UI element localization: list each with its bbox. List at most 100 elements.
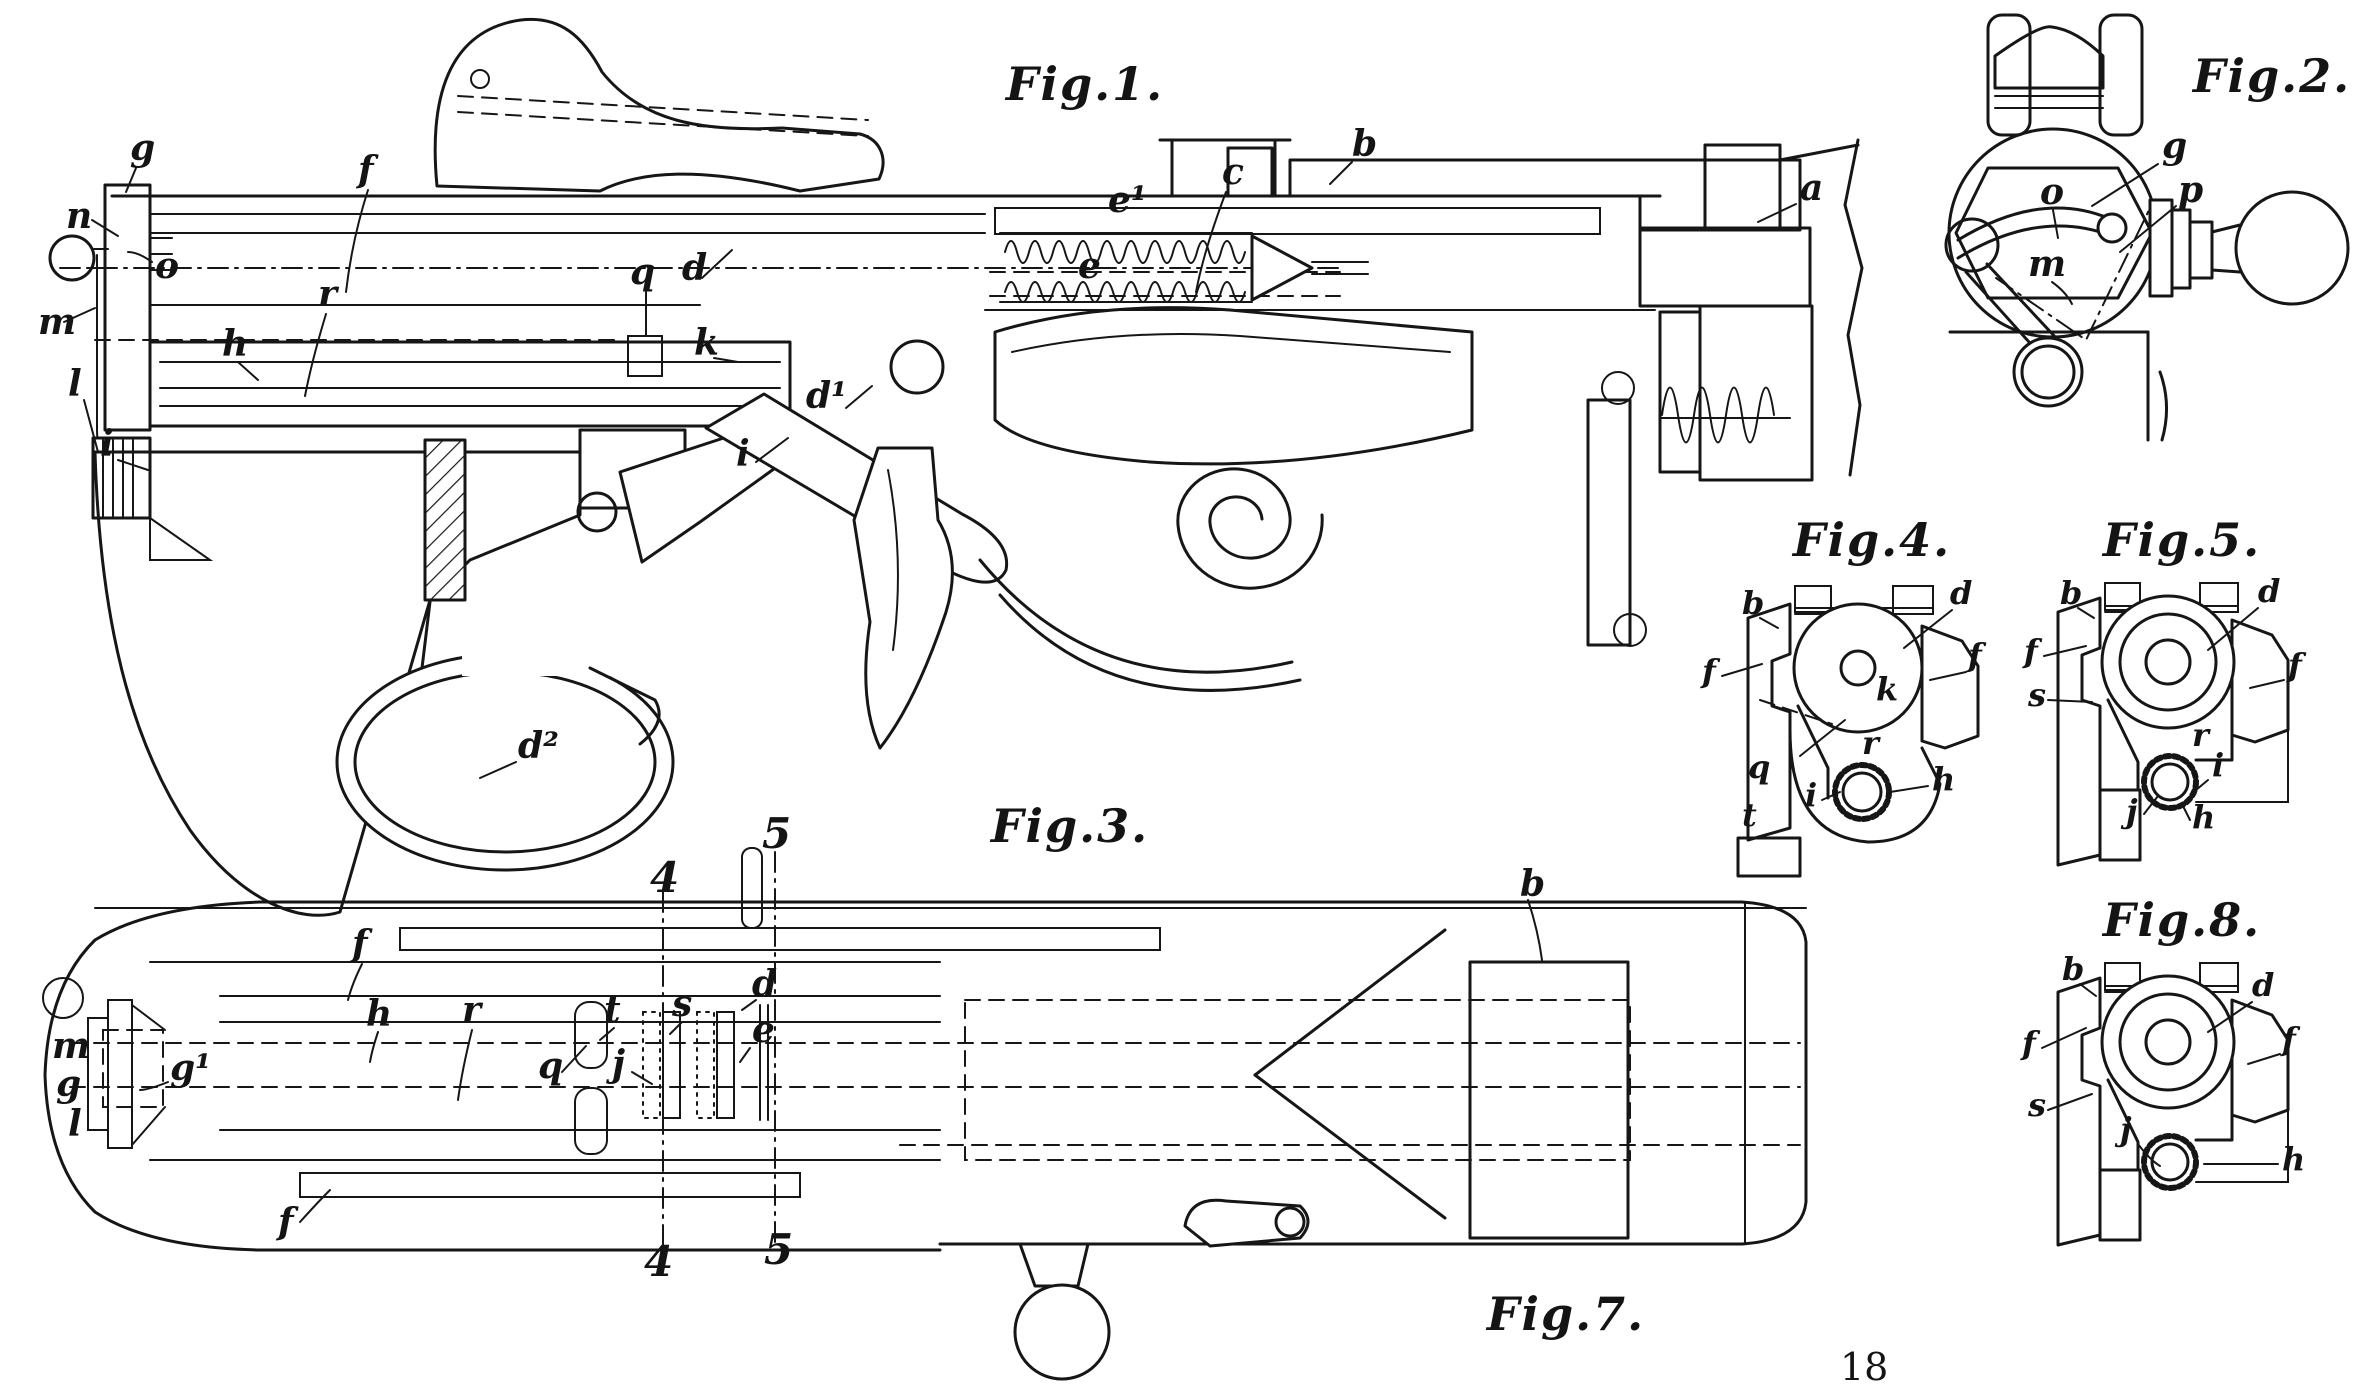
fig3-section-5-top: 5 <box>762 809 791 858</box>
fig3-label-s: s <box>671 983 692 1025</box>
fig1-drawing <box>48 17 1864 917</box>
fig1-label-a: a <box>1800 167 1823 209</box>
fig3-labels: Fig.3. m g g¹ l f h r q t j s d e f b 4 … <box>52 799 1545 1286</box>
fig1-label-c: c <box>1222 151 1244 193</box>
cocking-lever-d1 <box>704 392 1009 584</box>
fig4-label-r: r <box>1862 724 1881 762</box>
fig5-label-r: r <box>2192 716 2211 754</box>
fig1-label-k: k <box>694 322 719 364</box>
stock-section <box>93 450 582 917</box>
fig8-label-f-left: f <box>2020 1024 2041 1062</box>
fig1-label-n: n <box>66 195 92 237</box>
fig5-label-b: b <box>2060 574 2082 612</box>
bolt-knob-top <box>1013 1283 1111 1381</box>
fig1-label-d1: d¹ <box>806 375 847 417</box>
cocking-knob-section <box>48 234 96 282</box>
fig3-label-h: h <box>366 993 392 1035</box>
fig2-drawing <box>1944 13 2350 442</box>
fig3-caption: Fig.3. <box>989 799 1149 853</box>
fig3-label-d: d <box>752 963 777 1005</box>
break-line <box>1843 138 1864 477</box>
fig1-label-e: e <box>1078 245 1101 287</box>
fig3-label-j: j <box>606 1043 625 1085</box>
fig1-label-g: g <box>130 127 155 169</box>
fig1-label-q: q <box>630 251 655 293</box>
fig5-drawing <box>2058 583 2288 865</box>
fig1-label-r: r <box>318 273 340 315</box>
latch <box>1183 1198 1310 1248</box>
stock-outline-top <box>43 900 942 1252</box>
fig8-label-f-right: f <box>2280 1020 2301 1058</box>
fig2-label-p: p <box>2178 169 2203 211</box>
fig5-label-h: h <box>2192 798 2215 836</box>
fig1-labels: Fig.1. g n o m l i h r f q d k d¹ i d² e… <box>38 57 1823 779</box>
side-spring <box>1661 386 1775 444</box>
fig4-label-f-right: f <box>1966 636 1987 674</box>
knob-top-view <box>42 977 84 1019</box>
pin-head <box>1944 217 2000 273</box>
fig3-label-m: m <box>52 1025 90 1067</box>
fig1-label-d2: d² <box>518 725 559 767</box>
fig8-labels: Fig.8. b d f f s j h <box>2020 893 2305 1178</box>
fig8-label-b: b <box>2062 950 2084 988</box>
fig4-label-h: h <box>1932 760 1955 798</box>
fig5-label-f-right: f <box>2286 646 2307 684</box>
fig3-label-g1: g¹ <box>170 1047 211 1089</box>
fig2-label-m: m <box>2028 243 2066 285</box>
fig1-label-m: m <box>38 301 76 343</box>
fig5-labels: Fig.5. b d f f s r i j h <box>2022 513 2307 836</box>
fig1-caption: Fig.1. <box>1004 57 1164 111</box>
fig8-caption: Fig.8. <box>2101 893 2261 947</box>
fig4-label-t: t <box>1742 796 1757 834</box>
fig8-label-d: d <box>2252 966 2274 1004</box>
fig3-section-4-bottom: 4 <box>644 1237 673 1286</box>
barrel-a <box>1703 143 1782 230</box>
receiver-outline-top <box>938 900 1808 1246</box>
fig3-section-4-top: 4 <box>650 853 679 902</box>
fig1-label-o: o <box>155 245 179 287</box>
fig1-label-b: b <box>1352 123 1377 165</box>
bolt-knob <box>2234 190 2350 306</box>
fig1-label-e1: e¹ <box>1108 179 1147 221</box>
fig8-label-h: h <box>2282 1140 2305 1178</box>
fig3-label-f-top: f <box>349 923 373 965</box>
fig5-label-i: i <box>2212 746 2224 784</box>
fig5-label-d: d <box>2258 572 2280 610</box>
fig3-label-g: g <box>56 1063 81 1105</box>
fig8-label-j: j <box>2114 1110 2132 1148</box>
sight-blade <box>1993 25 2105 90</box>
main-spring-spiral <box>1176 467 1324 590</box>
fig1-label-f: f <box>355 149 379 191</box>
fig3-label-f-bottom: f <box>275 1201 299 1243</box>
bolt-sleeve <box>994 207 1601 235</box>
fig4-labels: Fig.4. b d f f k r q i t h <box>1700 513 1987 834</box>
fig2-label-g: g <box>2162 125 2187 167</box>
sight-base <box>399 927 1161 951</box>
breech-plate-g <box>103 183 152 432</box>
fig4-caption: Fig.4. <box>1791 513 1951 567</box>
breech-block <box>993 306 1474 466</box>
fig4-label-d: d <box>1950 574 1972 612</box>
fig4-drawing <box>1736 585 1980 878</box>
stock-wrist <box>433 17 885 193</box>
fig2-label-o: o <box>2040 171 2064 213</box>
fig1-label-h: h <box>222 323 248 365</box>
barrel-band-b <box>1288 158 1802 232</box>
locking-post <box>1586 398 1632 647</box>
fig4-label-b: b <box>1742 584 1764 622</box>
fig2-labels: Fig.2. g o p m <box>2028 49 2351 305</box>
fig1-label-l: l <box>68 363 82 405</box>
fig4-label-f-left: f <box>1700 652 1721 690</box>
fig3-label-r: r <box>462 989 484 1031</box>
receiver-block-b <box>1468 960 1630 1240</box>
fig2-caption: Fig.2. <box>2191 49 2351 103</box>
guide-rod-h <box>148 340 792 428</box>
trigger-guard <box>335 600 675 872</box>
fig4-label-k: k <box>1876 670 1898 708</box>
bolt-handle-stem <box>1018 1242 1090 1288</box>
firing-pin-spring-top <box>1004 240 1246 264</box>
fig1-label-i-mid: i <box>736 433 750 475</box>
fig7-caption: Fig.7. <box>1485 1287 1645 1341</box>
